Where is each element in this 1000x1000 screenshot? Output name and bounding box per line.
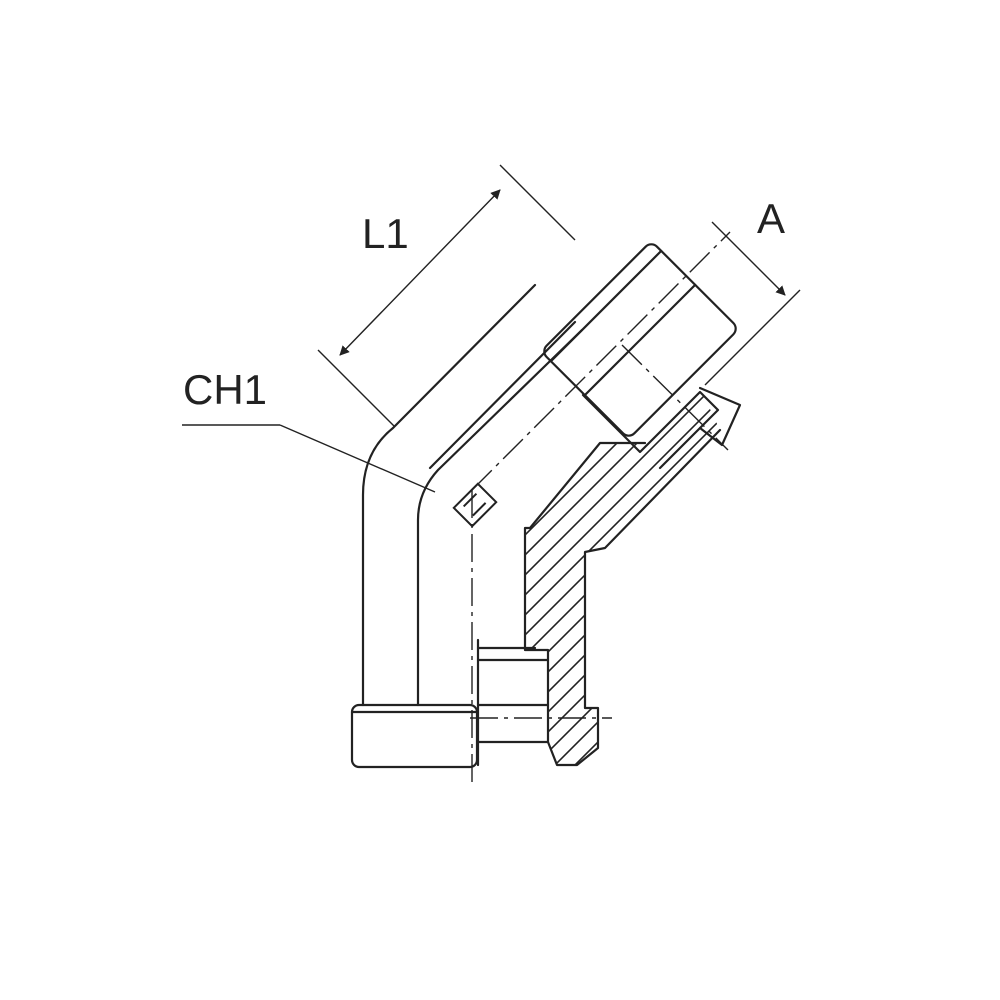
l1-label: L1 <box>362 210 409 257</box>
a-label: A <box>757 195 785 242</box>
body-inner-contour <box>416 328 584 707</box>
top-thread-end <box>698 386 742 447</box>
centerline-angled <box>471 231 731 491</box>
bottom-collar <box>350 703 479 769</box>
top-hex-nut-edge <box>549 249 663 363</box>
l1-extension-left <box>317 349 396 428</box>
body-right-contour <box>523 428 722 767</box>
ch1-label: CH1 <box>183 366 267 413</box>
l1-extension-right <box>499 164 576 241</box>
top-bore-step <box>581 390 720 470</box>
top-hex-nut-flat <box>583 283 697 397</box>
centerline-top-cross <box>621 344 729 451</box>
hex-symbol <box>452 482 498 528</box>
ch1-leader-angled <box>279 424 436 493</box>
body-outer-contour <box>361 283 537 707</box>
body-arm-line <box>428 320 577 470</box>
l1-dimension-line <box>339 189 501 356</box>
a-leader <box>711 221 786 296</box>
a-dimension-line <box>704 289 801 386</box>
a-extension-top <box>712 222 800 290</box>
